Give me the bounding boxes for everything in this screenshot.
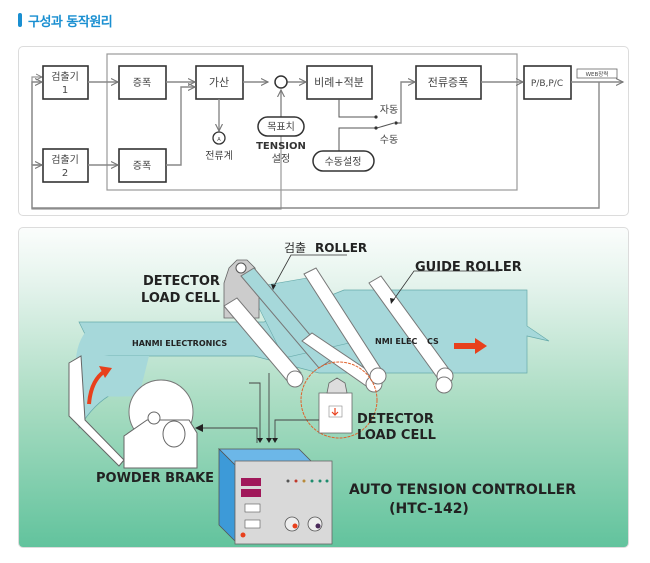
current-amp-label: 전류증폭 [428, 76, 468, 89]
pi-box [306, 65, 373, 100]
display-2 [241, 489, 261, 497]
web-brand-text-3: CS [427, 337, 439, 346]
amp-1-box [118, 65, 167, 100]
powder-brake-label: POWDER BRAKE [96, 471, 214, 486]
tension-setting-label: 설정 [272, 153, 290, 165]
block-diagram: 검출기 1 검출기 2 증폭 증폭 가산 A 전류계 목표치 TENSION 설… [31, 53, 630, 210]
ammeter-symbol: A [217, 137, 221, 143]
direction-arrow-icon [454, 338, 487, 354]
illustration-panel: 검출 ROLLER DETECTOR LOAD CELL GUIDE ROLLE… [18, 227, 629, 548]
controller-front-panel [234, 460, 333, 545]
display-1 [241, 478, 261, 486]
tension-label: TENSION [256, 141, 306, 152]
ammeter-icon [212, 131, 226, 145]
highlight-circle [300, 361, 378, 439]
target-value-pill [257, 116, 305, 137]
adder-label: 가산 [209, 76, 229, 89]
tension-system-illustration: 검출 ROLLER DETECTOR LOAD CELL GUIDE ROLLE… [68, 241, 576, 545]
knob-1 [284, 516, 300, 532]
switch-auto-label: 자동 [380, 104, 398, 116]
pi-label: 비례+적분 [314, 76, 364, 89]
brake-shaft [162, 420, 186, 448]
controller-name-label: AUTO TENSION CONTROLLER [349, 482, 576, 498]
controller-model-label: (HTC-142) [389, 501, 469, 517]
manual-setting-pill [312, 150, 375, 172]
summing-junction [274, 75, 288, 89]
title-accent-bar [18, 13, 22, 27]
detector-roller-pointer [273, 254, 347, 287]
output-box [523, 65, 572, 100]
detector-roller-label: ROLLER [315, 241, 367, 255]
detector-1-label-line1: 검출기 [51, 71, 79, 83]
web-tension-box [576, 68, 618, 79]
knob-2 [307, 516, 323, 532]
web-tension-label: WEB장력 [586, 70, 609, 78]
switch-manual-label: 수동 [380, 134, 398, 146]
current-amp-box [415, 65, 482, 100]
guide-roller-pointer [391, 270, 499, 303]
detector-1-label-line2: 1 [62, 85, 68, 96]
amp-2-label: 증폭 [133, 160, 151, 172]
output-label: P/B,P/C [531, 79, 563, 89]
detector-2-label-line2: 2 [62, 168, 68, 179]
web-brand-text-2: NMI ELEC [375, 337, 417, 346]
section-header: 구성과 동작원리 [18, 11, 113, 30]
detector-roller-label-prefix: 검출 [284, 241, 306, 255]
feedback-line [31, 77, 282, 210]
web-brand-text-1: HANMI ELECTRONICS [132, 339, 227, 348]
amp-1-label: 증폭 [133, 77, 151, 89]
detector-load-cell-top-line2: LOAD CELL [141, 291, 220, 306]
down-arrow-icon [331, 408, 339, 416]
manual-setting-label: 수동설정 [325, 156, 362, 168]
detector-load-cell-top-line1: DETECTOR [143, 274, 220, 289]
target-value-label: 목표치 [267, 121, 295, 133]
guide-roller-label: GUIDE ROLLER [415, 260, 522, 275]
detector-load-cell-bottom-line1: DETECTOR [357, 412, 434, 427]
controller-unit [218, 448, 333, 545]
ammeter-label: 전류계 [205, 150, 233, 162]
controller-frame [106, 53, 518, 191]
block-diagram-panel: 검출기 1 검출기 2 증폭 증폭 가산 A 전류계 목표치 TENSION 설… [18, 46, 629, 216]
detector-load-cell-bottom-line2: LOAD CELL [357, 428, 436, 443]
amp-2-box [118, 148, 167, 183]
section-title: 구성과 동작원리 [28, 14, 113, 30]
detector-2-label-line1: 검출기 [51, 154, 79, 166]
